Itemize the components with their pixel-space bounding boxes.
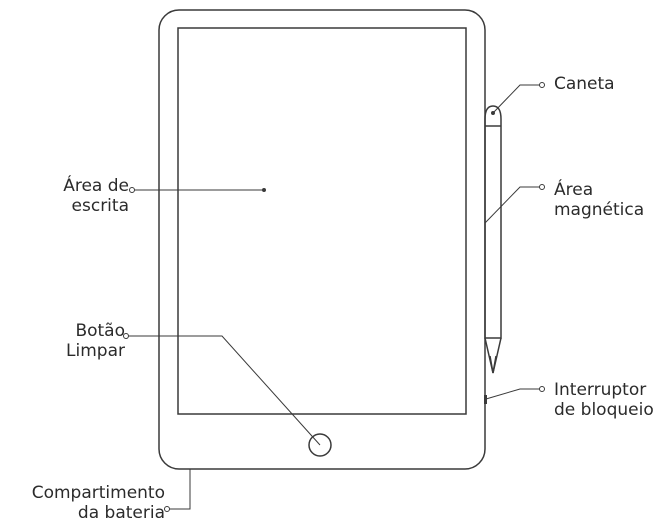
leader-end-lock — [539, 386, 545, 392]
label-writing-area: Área de escrita — [63, 176, 129, 216]
label-battery-line2: da bateria — [77, 503, 165, 523]
leader-end-magnetic — [539, 184, 545, 190]
leader-battery — [169, 469, 191, 510]
label-battery-compartment: Compartimento da bateria — [32, 483, 165, 523]
label-lock-line2: de bloqueio — [554, 400, 654, 420]
label-pen-line1: Caneta — [554, 74, 615, 94]
label-magnetic-area: Área magnética — [554, 180, 644, 220]
label-pen: Caneta — [554, 74, 615, 94]
leader-end-pen — [539, 82, 545, 88]
leader-end-clear-button — [123, 333, 129, 339]
lock-switch[interactable] — [484, 395, 487, 404]
leader-dot-writing-area — [262, 188, 266, 192]
writing-screen — [177, 27, 467, 415]
clear-button[interactable] — [308, 433, 332, 457]
pen — [484, 105, 502, 374]
leader-dot-pen — [491, 111, 495, 115]
label-magnetic-line1: Área — [554, 180, 594, 200]
tablet-body — [158, 9, 486, 470]
label-clear-button-line1: Botão — [75, 321, 125, 341]
label-lock-line1: Interruptor — [554, 380, 647, 400]
leader-end-battery — [164, 506, 170, 512]
label-battery-line1: Compartimento — [31, 483, 165, 503]
leader-end-writing-area — [129, 187, 135, 193]
label-clear-button: Botão Limpar — [66, 321, 125, 361]
leader-magnetic — [484, 186, 540, 224]
label-lock-switch: Interruptor de bloqueio — [554, 380, 654, 420]
leader-clear-button — [128, 335, 321, 446]
label-clear-button-line2: Limpar — [66, 341, 125, 361]
label-writing-area-line2: escrita — [71, 196, 129, 216]
leader-lock — [485, 388, 540, 400]
label-magnetic-line2: magnética — [554, 200, 645, 220]
leader-pen — [492, 84, 540, 114]
label-writing-area-line1: Área de — [63, 176, 129, 196]
